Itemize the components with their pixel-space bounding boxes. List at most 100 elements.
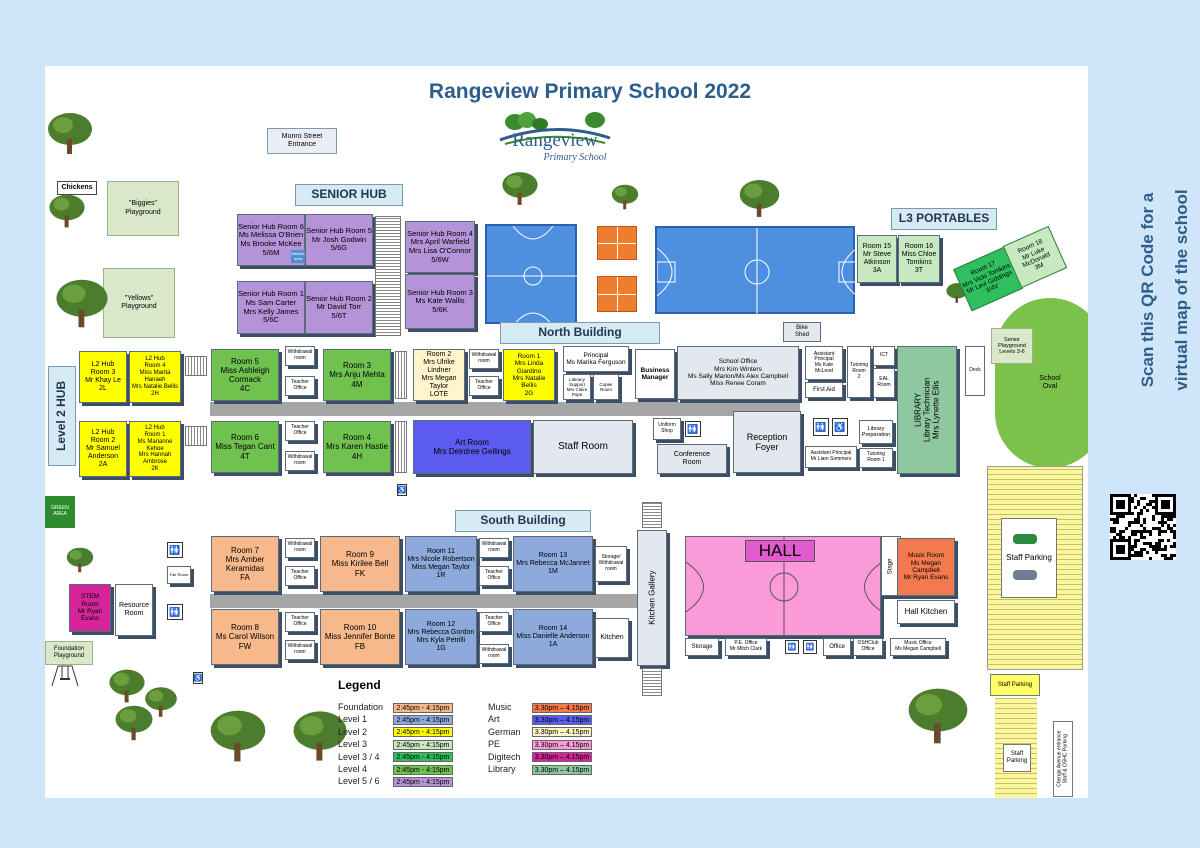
- qr-module: [1119, 533, 1122, 536]
- qr-module: [1131, 533, 1134, 536]
- qr-module: [1140, 536, 1143, 539]
- withdrawal-room-6: Withdrawal room: [479, 538, 509, 558]
- qr-module: [1134, 551, 1137, 554]
- qr-module: [1158, 530, 1161, 533]
- art-room: Art Room Mrs Deirdree Geilings: [413, 420, 531, 474]
- withdrawal-room-1: Withdrawal room: [285, 346, 315, 366]
- legend-time-box: 3.30pm – 4.15pm: [532, 764, 592, 775]
- withdrawal-room-5: Withdrawal room: [285, 640, 315, 660]
- tree-icon: [145, 687, 177, 717]
- basketball-court-small: [485, 224, 579, 327]
- side-text: Scan this QR Code for a virtual map of t…: [1118, 140, 1191, 440]
- qr-module: [1149, 557, 1152, 560]
- qr-module: [1164, 530, 1167, 533]
- toilet-icon: 🚻: [167, 604, 183, 620]
- senior-hub-header: SENIOR HUB: [295, 184, 403, 206]
- oshclub-office: OSHClub Office: [853, 638, 883, 656]
- gallery-stairs-top: [642, 502, 662, 528]
- tutoring-room-1: Tutoring Room 1: [859, 448, 893, 468]
- staff-parking-small: Staff Parking: [990, 674, 1040, 696]
- l2-hub-stairs: [185, 356, 207, 376]
- room-10: Room 10 Miss Jennifer Bonte FB: [320, 609, 400, 665]
- qr-module: [1137, 512, 1140, 515]
- qr-module: [1134, 542, 1137, 545]
- qr-module: [1173, 530, 1176, 533]
- qr-module: [1161, 554, 1164, 557]
- qr-module: [1164, 554, 1167, 557]
- qr-module: [1158, 533, 1161, 536]
- qr-module: [1134, 539, 1137, 542]
- logo-name: Rangeview: [512, 130, 598, 151]
- withdrawal-room-3: Withdrawal room: [469, 349, 499, 369]
- tree-icon: [502, 172, 538, 205]
- kitchen-gallery-label: Kitchen Gallery: [647, 570, 657, 626]
- tree-icon: [49, 194, 85, 228]
- south-corridor: [210, 594, 640, 608]
- qr-module: [1164, 515, 1167, 518]
- qr-module: [1173, 524, 1176, 527]
- qr-module: [1149, 542, 1152, 545]
- senior-hub-room-4: Senior Hub Room 4 Mrs April Warfield Mrs…: [405, 221, 475, 273]
- qr-module: [1158, 521, 1161, 524]
- legend-label: Digitech: [488, 751, 521, 762]
- qr-module: [1140, 551, 1143, 554]
- reception-foyer: Reception Foyer: [733, 411, 801, 473]
- qr-module: [1170, 530, 1173, 533]
- qr-module: [1149, 533, 1152, 536]
- qr-module: [1152, 518, 1155, 521]
- room-2: Room 2 Mrs Ulrike Lindner Mrs Megan Tayl…: [413, 349, 465, 401]
- copier-room: Copier Room: [593, 374, 619, 400]
- stairs-north-2: [395, 421, 407, 473]
- fair-room: Fair Room: [167, 566, 191, 584]
- tree-icon: [739, 180, 780, 217]
- qr-module: [1161, 530, 1164, 533]
- qr-module: [1137, 515, 1140, 518]
- side-text-line2: virtual map of the school: [1172, 189, 1191, 391]
- withdrawal-room-7: Withdrawal room: [479, 644, 509, 664]
- qr-module: [1161, 521, 1164, 524]
- room-5: Room 5 Miss Ashleigh Cormack 4C: [211, 349, 279, 401]
- room-13: Room 13 Mrs Rebecca McJannet 1M: [513, 536, 593, 592]
- qr-module: [1158, 548, 1161, 551]
- qr-module: [1119, 515, 1122, 518]
- qr-module: [1173, 536, 1176, 539]
- tree-icon: [293, 711, 347, 761]
- qr-module: [1131, 554, 1134, 557]
- qr-module: [1158, 542, 1161, 545]
- legend-label: Level 4: [338, 764, 368, 774]
- tree-icon: [109, 669, 145, 703]
- conference-room: Conference Room: [657, 444, 727, 474]
- qr-module: [1146, 503, 1149, 506]
- room-11: Room 11 Mrs Nicole Robertson Miss Megan …: [405, 536, 477, 592]
- qr-module: [1137, 554, 1140, 557]
- qr-module: [1143, 548, 1146, 551]
- staff-parking-lower: Staff Parking: [1003, 744, 1031, 772]
- tennis-court-2: [597, 276, 637, 312]
- legend-label: Level 5 / 6: [338, 776, 380, 787]
- qr-module: [1167, 527, 1170, 530]
- qr-module: [1158, 539, 1161, 542]
- chenga-entrance: Chenga Avenue entrance Staff & OSHC Park…: [1053, 721, 1073, 797]
- qr-module: [1140, 524, 1143, 527]
- green-area: GREEN AREA: [45, 496, 75, 528]
- assistant-principal-top: Assistant Principal Ms Kate McLeod: [805, 346, 843, 380]
- kitchen: Kitchen: [595, 618, 629, 658]
- north-corridor: [210, 402, 800, 416]
- qr-module: [1143, 527, 1146, 530]
- chenga-label: Chenga Avenue entrance Staff & OSHC Park…: [1056, 730, 1068, 788]
- qr-module: [1116, 545, 1125, 554]
- legend-label: Level 3: [338, 739, 368, 750]
- qr-code-icon[interactable]: [1110, 494, 1176, 560]
- legend-label: Level 2: [338, 726, 368, 737]
- stage-label: Stage: [887, 558, 894, 574]
- l3-portables-header: L3 PORTABLES: [891, 208, 997, 230]
- l2-hub-stairs-2: [185, 426, 207, 446]
- senior-hub-room-2: Senior Hub Room 2 Mr David Torr 5/6T: [305, 281, 373, 334]
- tree-icon: [48, 113, 92, 154]
- storage-withdrawal-room: Storage/ Withdrawal room: [595, 546, 627, 582]
- qr-module: [1131, 497, 1134, 500]
- car-icon: [1013, 570, 1037, 580]
- qr-module: [1116, 521, 1119, 524]
- qr-module: [1134, 521, 1137, 524]
- tennis-court-1: [597, 226, 637, 260]
